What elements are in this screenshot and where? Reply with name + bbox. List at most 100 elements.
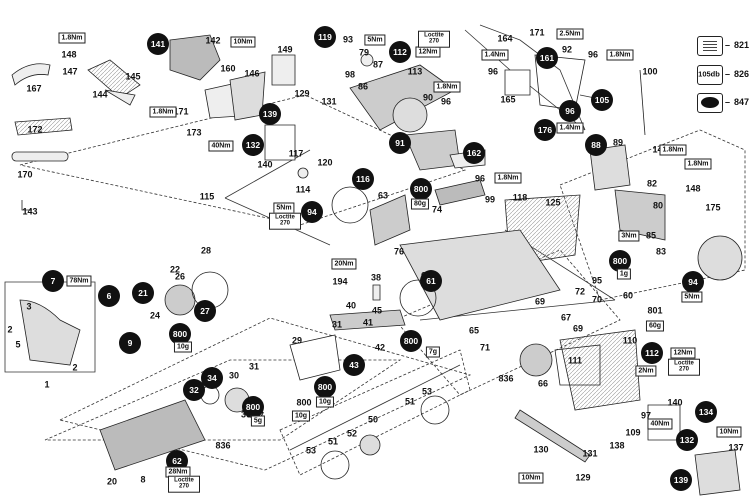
legend-manual-icon <box>697 36 723 56</box>
part-callout-circled: 21 <box>132 282 154 304</box>
part-callout: 129 <box>294 88 310 99</box>
part-callout: 164 <box>497 33 513 44</box>
part-144 <box>87 59 141 99</box>
part-167 <box>11 63 51 86</box>
part-callout: 8 <box>140 474 146 485</box>
part-80 <box>614 189 666 241</box>
part-callout-circled: 112 <box>389 41 411 63</box>
part-callout: 5 <box>15 339 21 350</box>
torque-spec: 1.8Nm <box>149 106 177 118</box>
part-callout: 172 <box>27 124 43 135</box>
torque-spec: 78Nm <box>66 275 92 287</box>
part-141 <box>169 34 221 81</box>
part-callout-circled: 800 <box>609 250 631 272</box>
part-callout-circled: 61 <box>420 270 442 292</box>
torque-spec: 10Nm <box>518 472 544 484</box>
part-66 <box>519 343 553 377</box>
part-callout: 96 <box>587 49 599 60</box>
part-callout: 140 <box>257 159 273 170</box>
loctite-spec: Loctite 270 <box>269 212 301 230</box>
part-callout-circled: 132 <box>676 429 698 451</box>
part-callout: 31 <box>248 361 260 372</box>
part-callout-circled: 112 <box>641 342 663 364</box>
part-callout: 1 <box>44 379 50 390</box>
part-53a <box>320 450 350 480</box>
part-callout-circled: 800 <box>314 376 336 398</box>
part-86 <box>360 53 374 67</box>
part-callout: 131 <box>321 96 337 107</box>
part-callout: 175 <box>705 202 721 213</box>
grease-spec: 1g <box>616 268 632 280</box>
part-callout: 170 <box>17 169 33 180</box>
part-callout: 87 <box>372 59 384 70</box>
part-callout: 100 <box>642 66 658 77</box>
legend-dash: – <box>725 97 731 107</box>
part-64 <box>399 229 561 321</box>
leader-1 <box>4 281 96 373</box>
part-callout: 111 <box>567 355 583 366</box>
part-callout-circled: 6 <box>98 285 120 307</box>
part-callout: 125 <box>545 197 561 208</box>
part-145 <box>104 89 136 106</box>
part-53b <box>420 395 450 425</box>
part-callout: 69 <box>572 323 584 334</box>
part-149 <box>271 54 296 86</box>
part-callout: 51 <box>327 436 339 447</box>
part-116 <box>331 186 369 224</box>
torque-spec: 5Nm <box>364 34 386 46</box>
part-callout-circled: 96 <box>559 100 581 122</box>
torque-spec: 1.4Nm <box>556 122 584 134</box>
torque-spec: 3Nm <box>618 230 640 242</box>
guide-box-lower <box>58 317 472 471</box>
part-callout: 115 <box>199 191 215 202</box>
part-callout: 129 <box>575 472 591 483</box>
part-callout-circled: 132 <box>242 134 264 156</box>
part-callout: 71 <box>479 342 491 353</box>
part-callout: 65 <box>468 325 480 336</box>
part-20 <box>99 399 206 471</box>
part-callout: 110 <box>622 335 638 346</box>
part-callout-circled: 139 <box>259 103 281 125</box>
part-38 <box>372 284 381 301</box>
part-callout: 171 <box>529 27 545 38</box>
torque-spec: 2.5Nm <box>556 28 584 40</box>
part-callout-circled: 9 <box>119 332 141 354</box>
part-callout-circled: 800 <box>169 323 191 345</box>
part-callout-circled: 134 <box>695 401 717 423</box>
part-89 <box>589 144 631 191</box>
part-3 <box>19 299 81 366</box>
part-139 <box>264 124 296 161</box>
part-callout: 165 <box>500 94 516 105</box>
part-callout: 74 <box>431 204 443 215</box>
part-143 <box>21 200 32 211</box>
part-callout: 66 <box>537 378 549 389</box>
part-170 <box>11 151 69 162</box>
torque-spec: 20Nm <box>331 258 357 270</box>
part-callout-circled: 43 <box>343 354 365 376</box>
part-callout-circled: 800 <box>410 178 432 200</box>
part-callout-circled: 139 <box>670 469 692 491</box>
part-callout-circled: 32 <box>183 379 205 401</box>
part-callout: 194 <box>332 276 348 287</box>
part-callout: 148 <box>685 183 701 194</box>
part-callout-circled: 27 <box>194 300 216 322</box>
legend-noise-label <box>697 65 723 85</box>
part-callout: 67 <box>560 312 572 323</box>
grease-spec: 80g <box>410 198 430 210</box>
part-callout: 114 <box>295 184 311 195</box>
part-callout: 836 <box>498 373 514 384</box>
part-137 <box>694 449 741 496</box>
part-callout: 130 <box>533 444 549 455</box>
part-callout-circled: 34 <box>201 367 223 389</box>
guide-box-gear <box>394 249 621 396</box>
legend-826: 826 <box>734 69 750 79</box>
part-callout: 118 <box>512 192 528 203</box>
part-130 <box>514 409 591 463</box>
part-callout: 22 <box>169 264 181 275</box>
part-90 <box>392 97 428 133</box>
part-callout: 38 <box>370 272 382 283</box>
torque-spec: 10Nm <box>230 36 256 48</box>
part-callout: 138 <box>609 440 625 451</box>
part-callout: 86 <box>357 81 369 92</box>
part-callout: 800 <box>296 397 312 408</box>
